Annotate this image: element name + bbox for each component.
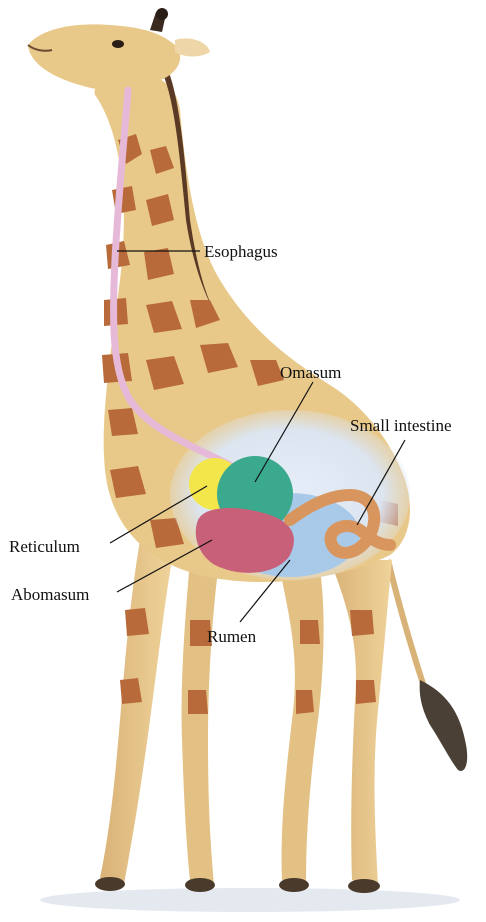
label-omasum: Omasum [280, 363, 341, 382]
giraffe-body [95, 70, 410, 714]
tail [388, 560, 467, 771]
label-rumen: Rumen [207, 627, 257, 646]
tail-tuft [420, 680, 468, 771]
front-legs [95, 540, 218, 892]
label-esophagus: Esophagus [204, 242, 278, 261]
ground-shadow [40, 888, 460, 912]
giraffe-head [28, 8, 210, 90]
label-small-intestine: Small intestine [350, 416, 452, 435]
label-abomasum: Abomasum [11, 585, 89, 604]
eye [112, 40, 124, 48]
hind-legs [279, 560, 392, 893]
label-reticulum: Reticulum [9, 537, 80, 556]
